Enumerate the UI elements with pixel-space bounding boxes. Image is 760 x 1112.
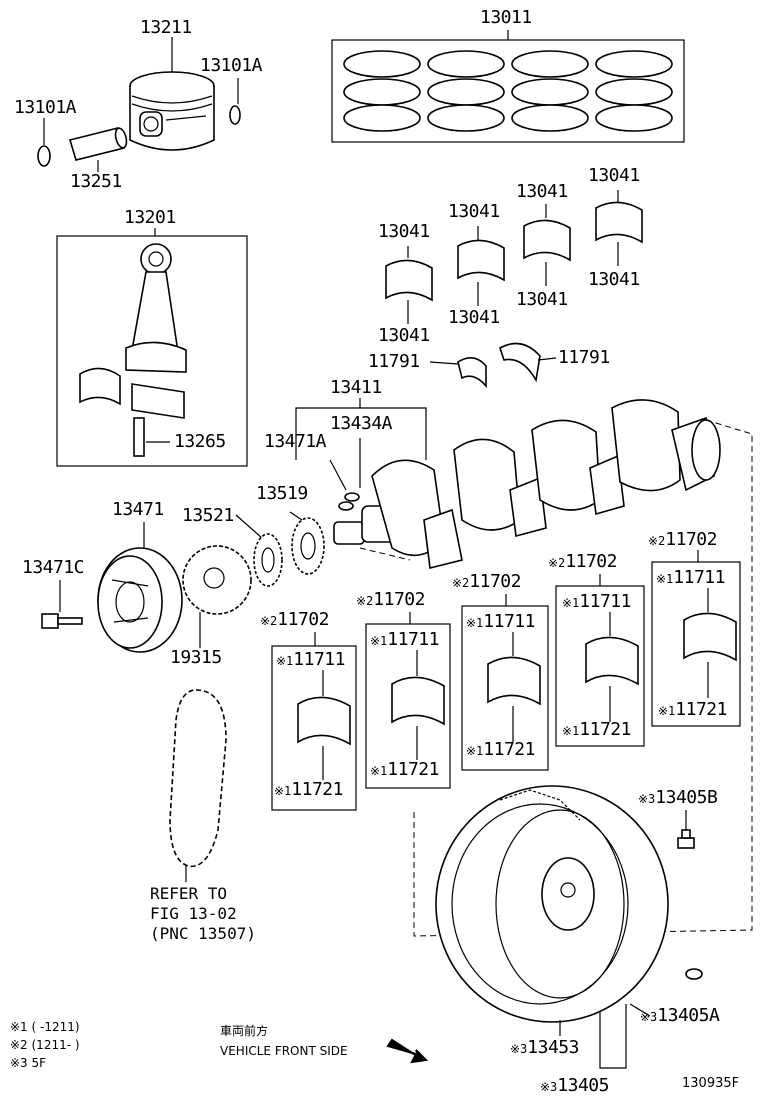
label-13405: ※313405 (540, 1075, 609, 1096)
figure-id: 130935F (682, 1076, 740, 1091)
label-13211: 13211 (140, 17, 192, 38)
label-11791-left: 11791 (368, 351, 420, 372)
label-11721-2: ※111721 (370, 759, 439, 780)
oil-pump-sprocket (182, 545, 252, 615)
label-13041-8: 13041 (378, 325, 430, 346)
label-11702-4: ※211702 (548, 551, 617, 572)
label-13405A: ※313405A (640, 1005, 720, 1026)
label-13405B: ※313405B (638, 787, 718, 808)
snap-ring-left (37, 145, 51, 167)
label-13011: 13011 (480, 7, 532, 28)
label-13519: 13519 (256, 483, 308, 504)
connecting-rod (79, 243, 187, 457)
label-11711-3: ※111711 (466, 611, 535, 632)
label-11721-1: ※111721 (274, 779, 343, 800)
label-11702-3: ※211702 (452, 571, 521, 592)
piston-rings (343, 50, 673, 132)
footnote-2: ※2 (1211- ) (10, 1038, 80, 1052)
label-11711-1: ※111711 (276, 649, 345, 670)
refer-note-line2: FIG 13-02 (150, 904, 237, 923)
label-13453: ※313453 (510, 1037, 579, 1058)
direction-en: VEHICLE FRONT SIDE (220, 1044, 348, 1058)
label-13411: 13411 (330, 377, 382, 398)
label-13041-3: 13041 (516, 181, 568, 202)
label-11711-4: ※111711 (562, 591, 631, 612)
label-13471A: 13471A (264, 431, 327, 452)
flywheel-bolt (677, 829, 695, 849)
label-13265: 13265 (174, 431, 226, 452)
thrust-washers (457, 342, 541, 389)
label-11711-2: ※111711 (370, 629, 439, 650)
label-11711-5: ※111711 (656, 567, 725, 588)
drive-plate (435, 785, 669, 1023)
rod-bearing-shells (297, 612, 737, 746)
crank-sprocket (253, 533, 283, 587)
label-13101A-left: 13101A (14, 97, 77, 118)
crankshaft-pulley (97, 547, 183, 653)
label-11702-1: ※211702 (260, 609, 329, 630)
label-13521: 13521 (182, 505, 234, 526)
label-11702-2: ※211702 (356, 589, 425, 610)
label-19315: 19315 (170, 647, 222, 668)
piston-illustration (129, 71, 215, 151)
label-11721-5: ※111721 (658, 699, 727, 720)
timing-chain (169, 689, 227, 868)
label-13041-7: 13041 (448, 307, 500, 328)
label-13041-4: 13041 (588, 165, 640, 186)
label-13041-2: 13041 (448, 201, 500, 222)
footnote-1: ※1 ( -1211) (10, 1020, 80, 1034)
footnote-3: ※3 5F (10, 1056, 47, 1070)
label-13251: 13251 (70, 171, 122, 192)
label-13434A: 13434A (330, 413, 393, 434)
piston-pin (68, 127, 128, 161)
label-13471C: 13471C (22, 557, 85, 578)
refer-note-line3: (PNC 13507) (150, 924, 256, 943)
label-13101A-right: 13101A (200, 55, 263, 76)
crankshaft (333, 399, 721, 569)
label-13041-5: 13041 (588, 269, 640, 290)
bearing-shells (385, 201, 643, 302)
label-11721-4: ※111721 (562, 719, 631, 740)
knock-pin (685, 968, 703, 980)
label-13471: 13471 (112, 499, 164, 520)
direction-jp: 車両前方 (220, 1024, 269, 1038)
pulley-bolt (41, 613, 83, 629)
refer-note-line1: REFER TO (150, 884, 228, 903)
label-13041-6: 13041 (516, 289, 568, 310)
snap-ring-right (229, 105, 241, 125)
timing-sprocket (291, 517, 325, 575)
label-13201: 13201 (124, 207, 176, 228)
label-13041-1: 13041 (378, 221, 430, 242)
vehicle-front-arrow (386, 1038, 429, 1064)
label-11702-5: ※211702 (648, 529, 717, 550)
label-11791-right: 11791 (558, 347, 610, 368)
label-11721-3: ※111721 (466, 739, 535, 760)
